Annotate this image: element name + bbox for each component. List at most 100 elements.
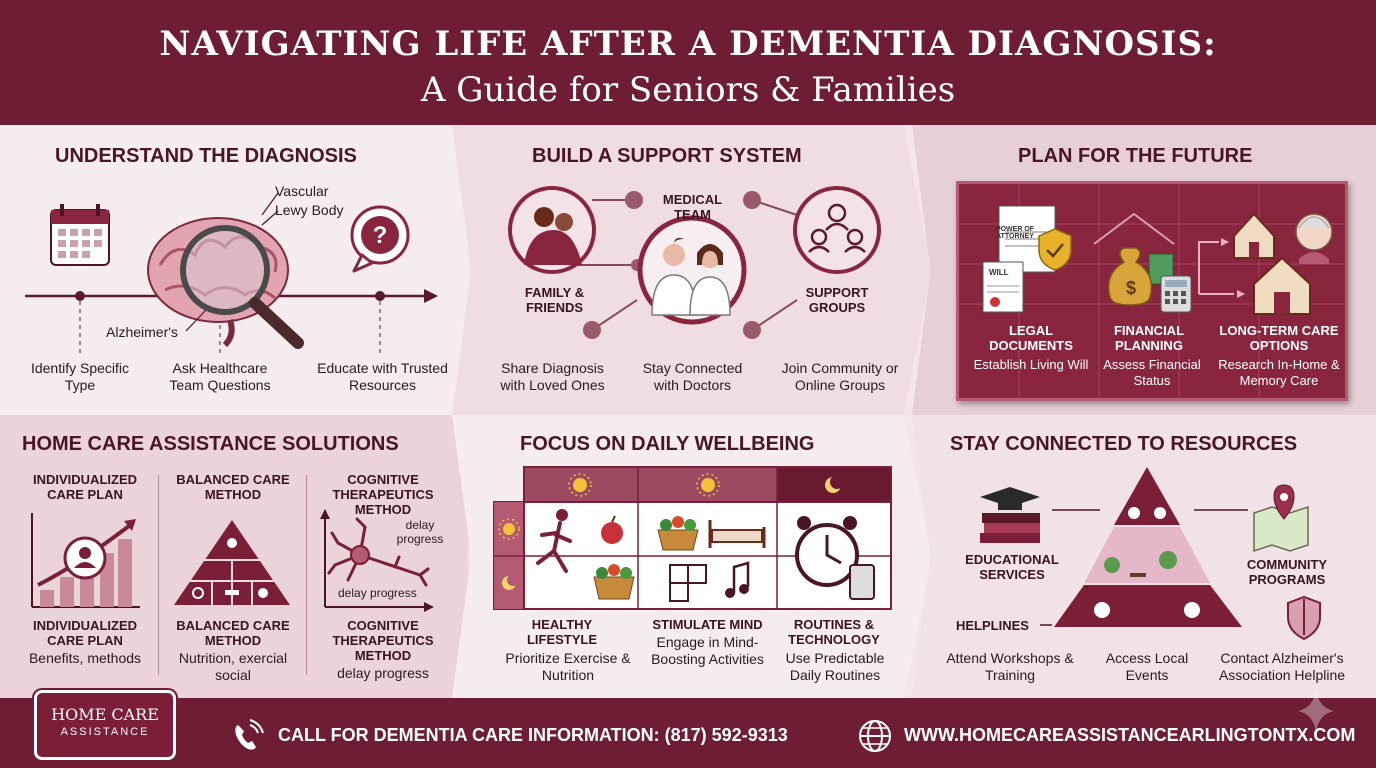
item-heading-routines: ROUTINES & TECHNOLOGY — [788, 617, 880, 647]
chart-note-delay-axis: delay progress — [338, 586, 417, 600]
top-label-cognitive: COGNITIVE THERAPEUTICS METHOD — [332, 472, 434, 517]
panel-title: UNDERSTAND THE DIAGNOSIS — [55, 145, 357, 167]
step-educate: Educate with Trusted Resources — [317, 360, 448, 393]
header-banner: NAVIGATING LIFE AFTER A DEMENTIA DIAGNOS… — [0, 0, 1376, 125]
resources-pyramid-icon — [1054, 467, 1242, 627]
wellbeing-schedule-grid — [493, 466, 892, 610]
puzzle-icon — [669, 564, 707, 602]
panel-title: BUILD A SUPPORT SYSTEM — [532, 145, 802, 167]
page-title: NAVIGATING LIFE AFTER A DEMENTIA DIAGNOS… — [159, 24, 1217, 64]
bottom-heading-balanced: BALANCED CARE METHOD — [176, 618, 290, 648]
care-plan-chart-icon — [31, 513, 140, 608]
type-label-lewy-body: Lewy Body — [275, 202, 344, 218]
bottom-heading-care-plan: INDIVIDUALIZED CARE PLAN — [33, 618, 137, 648]
step-contact-helpline: Contact Alzheimer's Association Helpline — [1218, 650, 1346, 683]
globe-icon — [859, 720, 891, 752]
item-text-stimulate: Engage in Mind-Boosting Activities — [651, 634, 764, 667]
apple-icon — [601, 515, 623, 544]
panel-support-system: BUILD A SUPPORT SYSTEM — [452, 125, 932, 415]
support-network-illustration — [508, 186, 881, 339]
bed-icon — [708, 520, 766, 548]
chart-note-delay: delay progress — [396, 518, 444, 546]
step-join-community: Join Community or Online Groups — [781, 360, 899, 393]
shield-icon — [1287, 595, 1321, 641]
top-label-care-plan: INDIVIDUALIZED CARE PLAN — [33, 472, 137, 502]
step-ask-questions: Ask Healthcare Team Questions — [169, 360, 271, 393]
magnifier-icon — [180, 225, 304, 349]
panel-title: HOME CARE ASSISTANCE SOLUTIONS — [22, 433, 399, 455]
doc-label-power-of-attorney: POWER OF ATTORNEY — [995, 226, 1035, 240]
label-educational-services: EDUCATIONAL SERVICES — [965, 552, 1059, 582]
item-text-legal: Establish Living Will — [973, 357, 1089, 372]
panel-title: STAY CONNECTED TO RESOURCES — [950, 433, 1298, 455]
future-illustration: $ — [959, 184, 1345, 398]
home-care-assistance-logo[interactable]: HOME CARE ASSISTANCE — [34, 690, 176, 760]
label-community-programs: COMMUNITY PROGRAMS — [1246, 557, 1328, 587]
item-heading-legal: LEGAL DOCUMENTS — [989, 323, 1073, 353]
support-group-icon — [793, 186, 881, 274]
alarm-clock-icon — [795, 516, 859, 587]
top-label-balanced-care: BALANCED CARE METHOD — [176, 472, 290, 502]
financial-planning-icon: $ — [1093, 212, 1192, 313]
item-heading-financial: FINANCIAL PLANNING — [1113, 323, 1185, 353]
node-family-friends: FAMILY & FRIENDS — [524, 285, 585, 315]
panel-home-care-solutions: HOME CARE ASSISTANCE SOLUTIONS INDIVIDUA… — [0, 415, 468, 698]
divider — [158, 475, 159, 675]
panel-understand-diagnosis: UNDERSTAND THE DIAGNOSIS — [0, 125, 468, 415]
step-identify-type: Identify Specific Type — [30, 360, 130, 393]
item-text-care: Research In-Home & Memory Care — [1218, 357, 1340, 388]
map-pin-icon — [1094, 507, 1200, 618]
bottom-text-balanced: Nutrition, exercial social — [178, 650, 288, 683]
neuron-icon — [320, 509, 434, 612]
sun-icon — [498, 518, 520, 540]
future-board: $ POWER OF ATTORNEY WILL LEGA — [956, 181, 1348, 401]
panel-plan-future: PLAN FOR THE FUTURE $ — [912, 125, 1376, 415]
music-note-icon — [725, 561, 750, 598]
long-term-care-icon — [1198, 212, 1333, 315]
step-share-diagnosis: Share Diagnosis with Loved Ones — [500, 360, 605, 393]
panel-title: PLAN FOR THE FUTURE — [1018, 145, 1253, 167]
sparkle-icon — [1298, 690, 1334, 732]
sun-icon — [696, 473, 720, 497]
understand-illustration: ? — [25, 192, 438, 355]
svg-text:$: $ — [1126, 278, 1136, 298]
balanced-care-pyramid-icon — [174, 520, 290, 605]
svg-text:?: ? — [373, 222, 388, 249]
item-heading-care: LONG-TERM CARE OPTIONS — [1219, 323, 1339, 353]
medical-team-icon — [637, 215, 747, 325]
footer-bar — [0, 698, 1376, 768]
footer-website[interactable]: WWW.HOMECAREASSISTANCEARLINGTONTX.COM — [904, 725, 1356, 745]
moon-icon — [825, 475, 844, 493]
step-attend-workshops: Attend Workshops & Training — [946, 650, 1074, 683]
page-subtitle: A Guide for Seniors & Families — [420, 70, 956, 110]
legal-documents-icon — [982, 205, 1072, 313]
node-support-groups: SUPPORT GROUPS — [805, 285, 869, 315]
type-label-vascular: Vascular — [275, 183, 329, 199]
logo-line1: HOME CARE — [51, 705, 159, 724]
runner-icon — [536, 509, 572, 573]
step-access-events: Access Local Events — [1105, 650, 1189, 683]
vegetable-basket-icon — [593, 564, 635, 600]
footer-phone[interactable]: CALL FOR DEMENTIA CARE INFORMATION: (817… — [278, 725, 788, 745]
books-graduation-icon — [980, 487, 1040, 543]
calendar-icon — [50, 204, 110, 266]
sun-icon — [568, 473, 592, 497]
doc-label-will: WILL — [989, 268, 1009, 277]
label-helplines: HELPLINES — [956, 618, 1029, 633]
panel-daily-wellbeing: FOCUS ON DAILY WELLBEING HEALTHY LIFESTY… — [452, 415, 932, 698]
basket-icon — [657, 516, 699, 551]
bottom-text-cognitive: delay progress — [337, 665, 429, 681]
item-text-routines: Use Predictable Daily Routines — [785, 650, 885, 683]
bottom-text-care-plan: Benefits, methods — [28, 650, 142, 666]
question-bubble-icon: ? — [350, 205, 410, 273]
bottom-heading-cognitive: COGNITIVE THERAPEUTICS METHOD — [332, 618, 434, 663]
homecare-illustration — [31, 509, 434, 612]
node-medical-team: MEDICAL TEAM — [662, 192, 723, 222]
divider — [306, 475, 307, 675]
panel-resources: STAY CONNECTED TO RESOURCES EDUCATIONAL — [912, 415, 1376, 698]
logo-line2: ASSISTANCE — [60, 726, 150, 738]
panel-title: FOCUS ON DAILY WELLBEING — [520, 433, 815, 455]
moon-icon — [502, 574, 519, 590]
item-heading-healthy: HEALTHY LIFESTYLE — [526, 617, 598, 647]
item-text-healthy: Prioritize Exercise & Nutrition — [505, 650, 631, 683]
